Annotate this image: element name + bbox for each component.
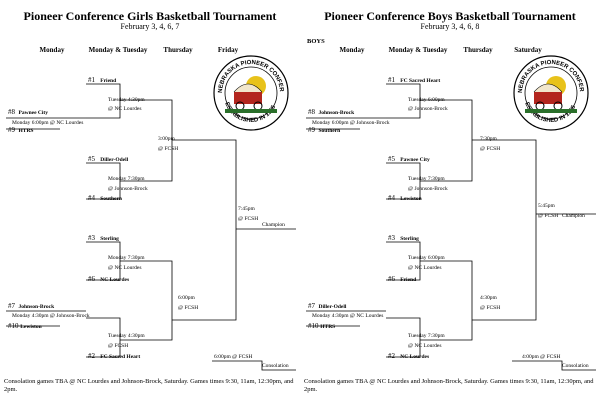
girls-game3-site: @ NC Lourdes bbox=[108, 265, 142, 271]
boys-game1-site: @ Johnson-Brock bbox=[408, 106, 448, 112]
girls-final-time: 7:45pm bbox=[238, 206, 255, 212]
girls-game3-time: Monday 7:30pm bbox=[108, 255, 145, 261]
girls-bracket-lines bbox=[6, 83, 296, 371]
girls-playin2-bottom: #10 Lewiston bbox=[8, 322, 42, 330]
boys-playin1-top: #8 Johnson-Brock bbox=[308, 108, 355, 116]
boys-r1-seed6: #6 Friend bbox=[388, 275, 417, 283]
boys-final-site: @ FCSH bbox=[538, 213, 559, 219]
girls-game4-site: @ FCSH bbox=[108, 343, 129, 349]
girls-consolation-time: 6:00pm @ FCSH bbox=[214, 354, 253, 360]
girls-playin1-top: #8 Pawnee City bbox=[8, 108, 48, 116]
boys-r1-seed5: #5 Pawnee City bbox=[388, 155, 430, 163]
boys-r1-seed2: #2 NC Lourdes bbox=[388, 352, 430, 360]
boys-playin2-bottom: #10 HTRS bbox=[308, 322, 336, 330]
girls-header-monday: Monday bbox=[39, 46, 65, 54]
girls-footer-note: Consolation games TBA @ NC Lourdes and J… bbox=[4, 378, 294, 393]
girls-r1-seed5: #5 Diller-Odell bbox=[88, 155, 129, 163]
boys-header-saturday: Saturday bbox=[514, 46, 542, 54]
boys-header-monday: Monday bbox=[339, 46, 365, 54]
girls-r1-seed6: #6 NC Lourdes bbox=[88, 275, 130, 283]
boys-game4-time: Tuesday 7:30pm bbox=[408, 333, 445, 339]
boys-header-mon-tue: Monday & Tuesday bbox=[388, 46, 448, 54]
girls-r1-seed2: #2 FC Sacred Heart bbox=[88, 352, 141, 360]
boys-semi1-time: 7:30pm bbox=[480, 136, 497, 142]
conference-logo: NEBRASKA PIONEER CONFERENCE ESTABLISHED … bbox=[512, 54, 589, 131]
boys-game1-time: Tuesday 6:00pm bbox=[408, 97, 445, 103]
girls-header-mon-tue: Monday & Tuesday bbox=[88, 46, 148, 54]
girls-game2-time: Monday 7:30pm bbox=[108, 176, 145, 182]
girls-header-thursday: Thursday bbox=[163, 46, 193, 54]
girls-title: Pioneer Conference Girls Basketball Tour… bbox=[23, 9, 277, 23]
girls-playin2-game: Monday 4:30pm @ Johnson-Brock bbox=[12, 313, 90, 319]
boys-bracket-panel: Pioneer Conference Boys Basketball Tourn… bbox=[300, 0, 600, 402]
boys-section-label: BOYS bbox=[307, 38, 325, 45]
girls-game2-site: @ Johnson-Brock bbox=[108, 186, 148, 192]
boys-game3-site: @ NC Lourdes bbox=[408, 265, 442, 271]
boys-consolation-label: Consolation bbox=[562, 363, 589, 369]
boys-game2-time: Tuesday 7:30pm bbox=[408, 176, 445, 182]
boys-semi2-site: @ FCSH bbox=[480, 305, 501, 311]
boys-semi2-time: 4:30pm bbox=[480, 295, 497, 301]
girls-r1-seed4: #4 Southern bbox=[88, 194, 122, 202]
boys-header-thursday: Thursday bbox=[463, 46, 493, 54]
boys-title: Pioneer Conference Boys Basketball Tourn… bbox=[324, 9, 576, 23]
girls-r1-seed3: #3 Sterling bbox=[88, 234, 119, 242]
girls-header-friday: Friday bbox=[217, 46, 239, 54]
boys-r1-seed3: #3 Sterling bbox=[388, 234, 419, 242]
girls-playin1-bottom: #9 HTRS bbox=[8, 126, 34, 134]
girls-semi1-time: 3:00pm bbox=[158, 136, 175, 142]
girls-game4-time: Tuesday 4:30pm bbox=[108, 333, 145, 339]
boys-playin2-game: Monday 4:30pm @ NC Lourdes bbox=[312, 313, 384, 319]
boys-champion-label: Champion bbox=[562, 213, 585, 219]
girls-playin1-game: Monday 6:00pm @ NC Lourdes bbox=[12, 120, 84, 126]
girls-consolation-label: Consolation bbox=[262, 363, 289, 369]
girls-semi2-time: 6:00pm bbox=[178, 295, 195, 301]
boys-final-time: 5:45pm bbox=[538, 203, 555, 209]
girls-r1-seed1: #1 Friend bbox=[88, 76, 117, 84]
boys-playin1-bottom: #9 Southern bbox=[308, 126, 341, 134]
girls-final-site: @ FCSH bbox=[238, 216, 259, 222]
boys-bracket-lines bbox=[306, 83, 596, 371]
girls-champion-label: Champion bbox=[262, 222, 285, 228]
boys-game2-site: @ Johnson-Brock bbox=[408, 186, 448, 192]
boys-footer-note: Consolation games TBA @ NC Lourdes and J… bbox=[304, 378, 594, 393]
boys-game3-time: Tuesday 6:00pm bbox=[408, 255, 445, 261]
boys-consolation-time: 4:00pm @ FCSH bbox=[522, 354, 561, 360]
boys-playin2-top: #7 Diller-Odell bbox=[308, 302, 347, 310]
boys-playin1-game: Monday 6:00pm @ Johnson-Brock bbox=[312, 120, 390, 126]
girls-bracket-panel: Pioneer Conference Girls Basketball Tour… bbox=[4, 9, 296, 393]
conference-logo: NEBRASKA PIONEER CONFERENCE ESTABLISHED … bbox=[212, 54, 289, 131]
boys-semi1-site: @ FCSH bbox=[480, 146, 501, 152]
girls-semi1-site: @ FCSH bbox=[158, 146, 179, 152]
girls-semi2-site: @ FCSH bbox=[178, 305, 199, 311]
boys-r1-seed4: #4 Lewiston bbox=[388, 194, 422, 202]
girls-playin2-top: #7 Johnson-Brock bbox=[8, 302, 55, 310]
girls-dates: February 3, 4, 6, 7 bbox=[120, 22, 180, 31]
girls-game1-time: Tuesday 4:30pm bbox=[108, 97, 145, 103]
boys-r1-seed1: #1 FC Sacred Heart bbox=[388, 76, 441, 84]
boys-dates: February 3, 4, 6, 8 bbox=[420, 22, 480, 31]
boys-game4-site: @ NC Lourdes bbox=[408, 343, 442, 349]
girls-game1-site: @ NC Lourdes bbox=[108, 106, 142, 112]
